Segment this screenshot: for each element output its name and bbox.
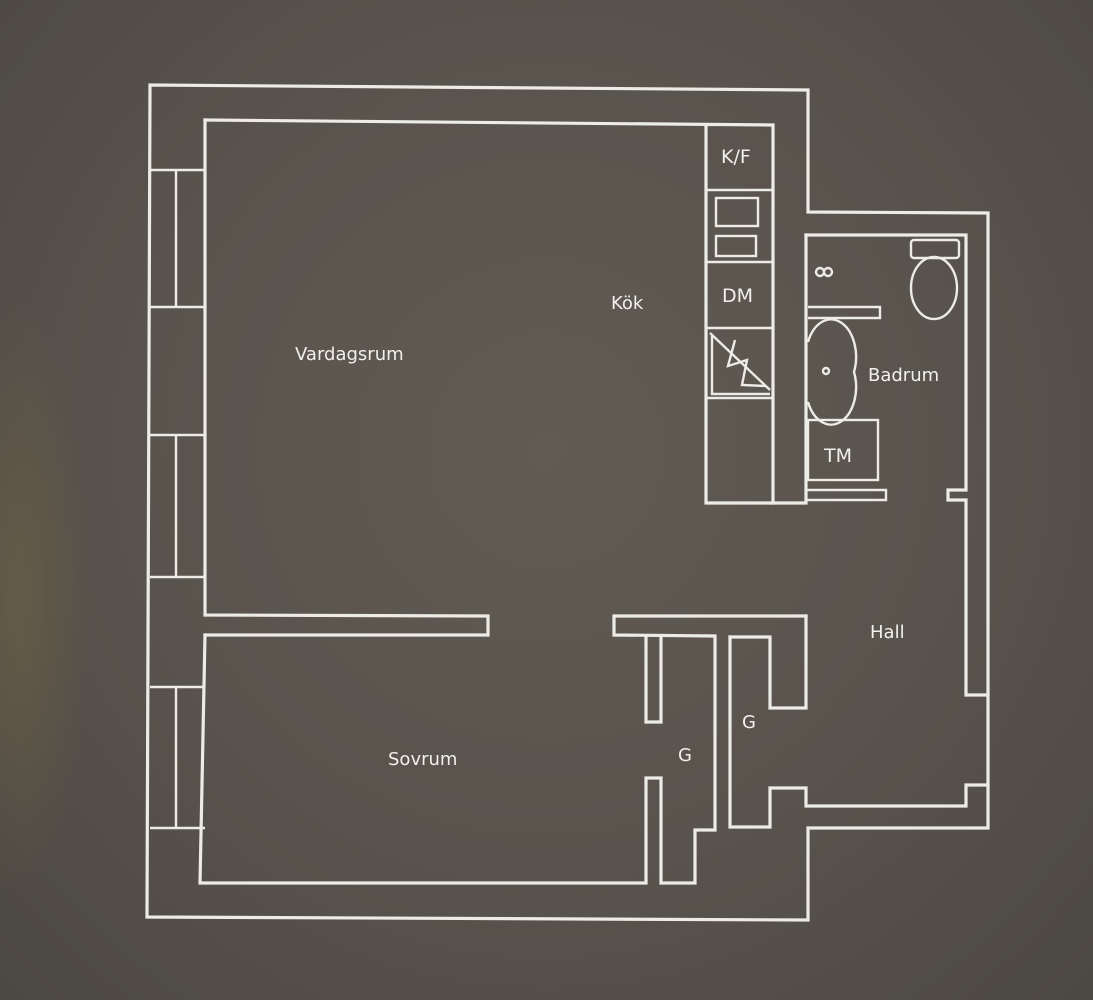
windows-west	[150, 168, 205, 830]
toilet-icon	[909, 238, 961, 321]
living-room-west-wall	[203, 118, 490, 637]
door-handle-icon	[814, 266, 834, 278]
fixture-label-tm: TM	[823, 445, 852, 467]
fixture-label-dm: DM	[722, 285, 753, 307]
room-label-vardagsrum: Vardagsrum	[295, 344, 404, 365]
sink-icon	[806, 318, 858, 426]
room-label-sovrum: Sovrum	[388, 749, 457, 770]
washer-box	[806, 418, 880, 482]
hall-closet-inner	[728, 614, 808, 710]
hall-closet-wall	[728, 635, 990, 829]
kitchen-counter-dividers	[706, 188, 773, 400]
bathroom-bottom-wall	[806, 488, 888, 502]
stove-icon	[714, 196, 760, 258]
room-label-hall: Hall	[870, 622, 905, 643]
bathroom-west-wall	[771, 233, 808, 505]
oven-icon	[709, 332, 771, 396]
fixture-label-closet-bedroom: G	[678, 745, 692, 766]
room-label-badrum: Badrum	[868, 365, 939, 386]
bedroom-closet-divider	[644, 634, 663, 724]
outer-wall	[145, 83, 990, 922]
fixture-label-kf: K/F	[721, 146, 751, 168]
bathroom-shelf	[808, 305, 882, 320]
bathroom-wall	[804, 233, 990, 697]
fixture-label-closet-hall: G	[742, 712, 756, 733]
living-room-inner-wall	[203, 118, 775, 505]
room-label-kok: Kök	[611, 293, 644, 314]
bedroom-wall	[198, 614, 808, 885]
